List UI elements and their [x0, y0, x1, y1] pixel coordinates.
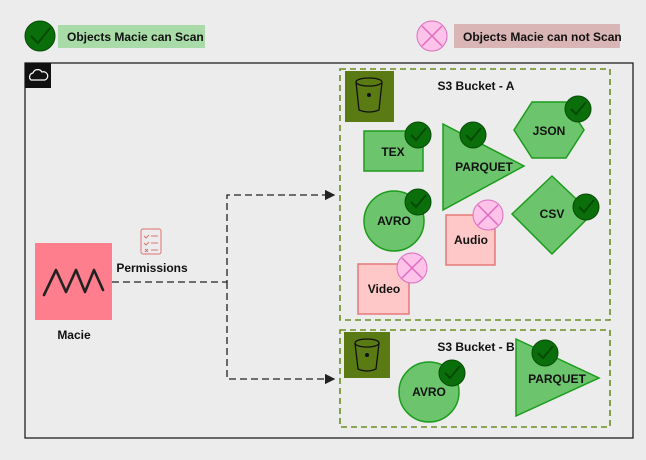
cross-mark-icon — [421, 25, 443, 47]
macie-label: Macie — [57, 328, 91, 342]
bucket-b-container — [339, 329, 611, 428]
cross-badge-icon — [396, 252, 428, 284]
check-badge-icon — [459, 121, 487, 149]
svg-text:Video: Video — [368, 282, 400, 296]
macie-logo-icon — [42, 268, 105, 297]
check-badge-icon — [564, 95, 592, 123]
bucket-a-title: S3 Bucket - A — [438, 79, 515, 93]
bucket-a-container — [339, 68, 611, 321]
check-badge-icon — [572, 193, 600, 221]
legend-can-scan-label: Objects Macie can Scan — [67, 30, 204, 44]
check-badge-icon — [404, 188, 432, 216]
legend-cannot-scan: Objects Macie can not Scan — [416, 20, 622, 52]
bucket-a-icon — [345, 71, 394, 122]
check-badge-icon — [404, 121, 432, 149]
legend-cannot-scan-box — [454, 24, 620, 48]
cross-badge-icon — [472, 199, 504, 231]
legend-can-scan-box — [58, 25, 205, 48]
svg-text:JSON: JSON — [533, 124, 566, 138]
connector-to-bucket-a — [112, 189, 336, 283]
check-badge-icon — [438, 359, 466, 387]
check-badge-icon — [531, 339, 559, 367]
cloud-icon — [25, 63, 51, 88]
svg-text:CSV: CSV — [540, 207, 565, 221]
svg-text:TEX: TEX — [381, 145, 404, 159]
bucket-b-title: S3 Bucket - B — [437, 340, 515, 354]
svg-text:PARQUET: PARQUET — [455, 160, 513, 174]
cloud-container — [24, 62, 634, 439]
svg-text:AVRO: AVRO — [412, 385, 446, 399]
svg-text:PARQUET: PARQUET — [528, 372, 586, 386]
permissions-checklist-icon — [140, 228, 162, 255]
connector-to-bucket-b — [226, 282, 336, 385]
svg-text:AVRO: AVRO — [377, 214, 411, 228]
permissions-label: Permissions — [116, 261, 188, 275]
bucket-b-icon — [344, 332, 390, 378]
check-badge-icon — [24, 20, 56, 52]
legend-cannot-scan-label: Objects Macie can not Scan — [463, 30, 622, 44]
macie-service: Macie — [35, 243, 112, 342]
svg-text:Audio: Audio — [454, 233, 488, 247]
legend-can-scan: Objects Macie can Scan — [24, 20, 205, 52]
checkmark-icon — [30, 27, 51, 45]
object-parquet: PARQUET — [442, 122, 526, 212]
